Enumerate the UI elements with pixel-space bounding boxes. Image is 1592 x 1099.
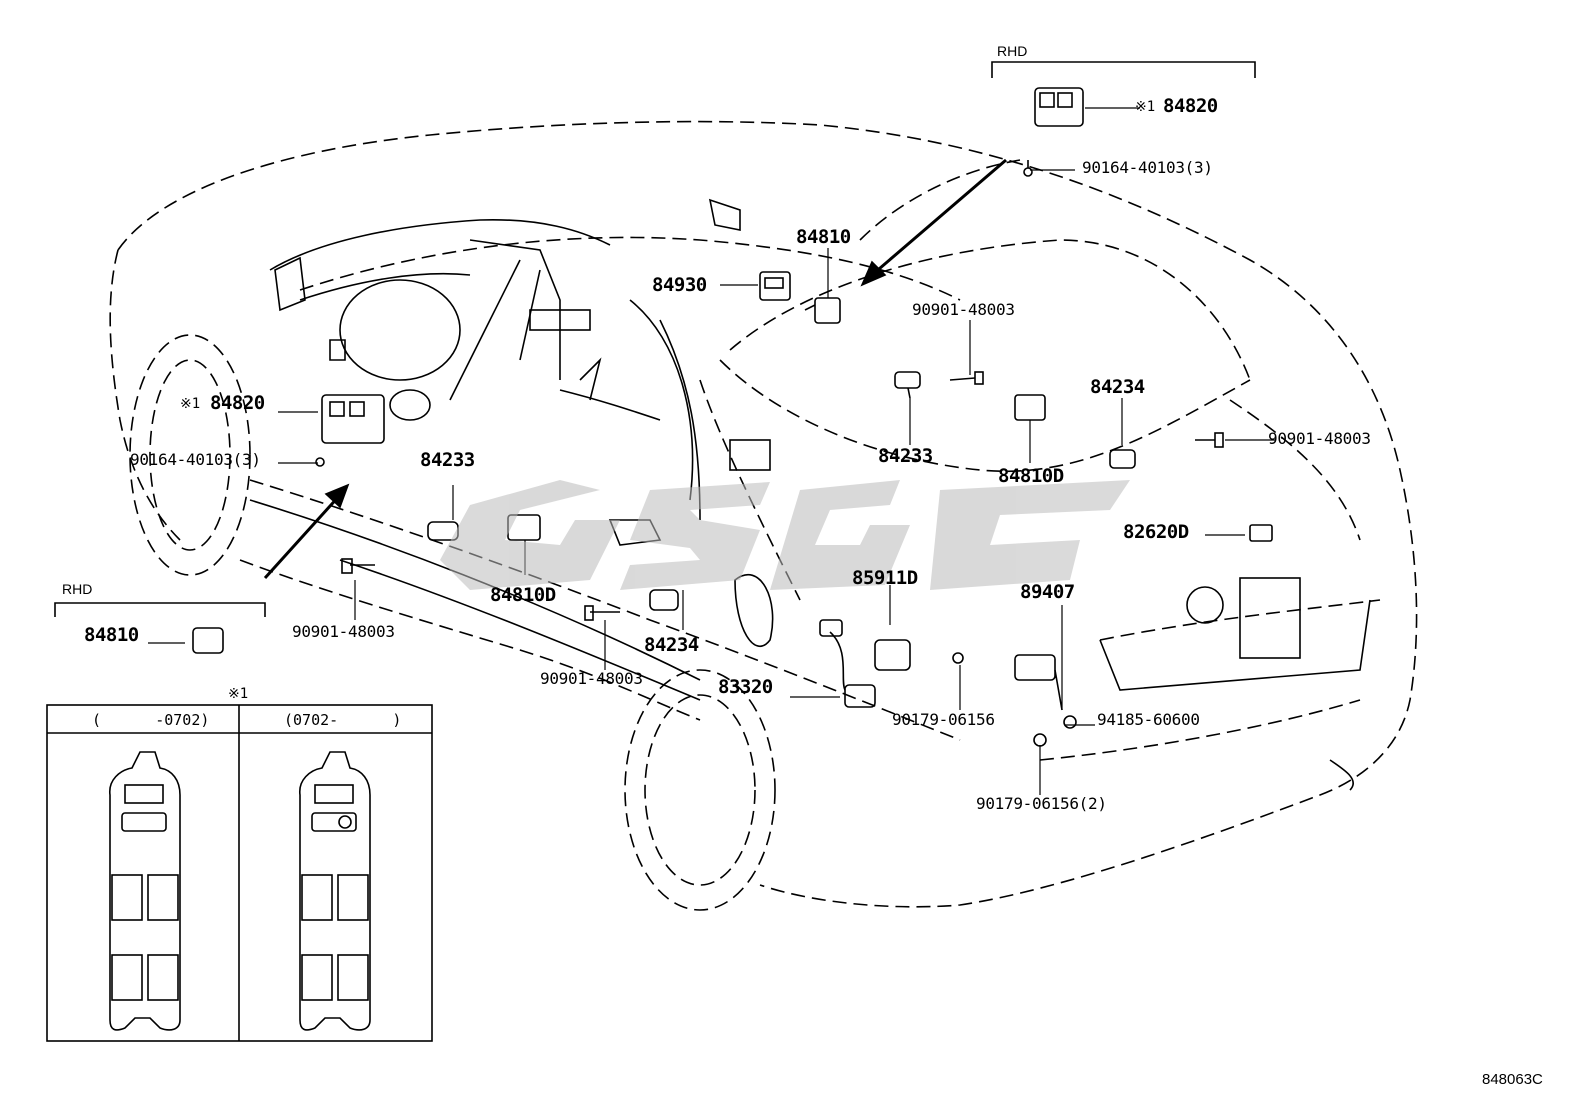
inset-switch-panel-1 [109, 751, 181, 1031]
part-switch-84820-top [1034, 87, 1084, 127]
label-90901-right-top: 90901-48003 [912, 300, 1015, 319]
part-84810-rhd [192, 627, 224, 654]
label-82620d: 82620D [1123, 521, 1189, 543]
part-84234-left [649, 589, 679, 611]
watermark-graphic [440, 480, 1130, 590]
part-84930 [759, 271, 791, 301]
part-screw-left [315, 457, 325, 467]
note-mark-top: ※1 [1135, 99, 1156, 115]
part-85911d [874, 639, 911, 671]
rhd-bracket-left [54, 602, 266, 617]
label-89407: 89407 [1020, 581, 1075, 603]
label-90901-left: 90901-48003 [292, 622, 395, 641]
part-89407 [1014, 654, 1063, 711]
label-90901-right: 90901-48003 [1268, 429, 1371, 448]
label-90179-b: 90179-06156(2) [976, 794, 1107, 813]
label-84820-left: 84820 [210, 392, 265, 414]
part-screw-90901-a [949, 371, 984, 385]
label-84233-left: 84233 [420, 449, 475, 471]
part-84234-right [1109, 449, 1136, 469]
inset-switch-panel-2 [299, 751, 371, 1031]
leader-lines [148, 107, 1275, 795]
label-84810d-left: 84810D [490, 584, 556, 606]
label-84810-top: 84810 [796, 226, 851, 248]
car-body-outline [109, 120, 1418, 908]
note-mark-left: ※1 [180, 396, 201, 412]
interior-outline [269, 198, 771, 521]
label-83320: 83320 [718, 676, 773, 698]
label-85911d: 85911D [852, 567, 918, 589]
label-94185: 94185-60600 [1097, 710, 1200, 729]
rear-wheel [624, 669, 776, 911]
figure-id: 848063C [1482, 1071, 1543, 1088]
label-90901-center: 90901-48003 [540, 669, 643, 688]
rhd-bracket-top [991, 61, 1256, 78]
arrow-left [263, 483, 350, 580]
label-90179-a: 90179-06156 [892, 710, 995, 729]
part-screw-90901-c [584, 605, 620, 621]
inset-col1-header: ( -0702) [92, 711, 210, 729]
inset-mark: ※1 [228, 686, 249, 702]
part-83320 [819, 619, 876, 708]
part-84810-top [804, 297, 841, 324]
inset-box [46, 704, 433, 1042]
part-82620d [1249, 524, 1273, 542]
front-wheel [129, 334, 251, 576]
rhd-label-left: RHD [62, 581, 93, 597]
part-84233-right [894, 371, 921, 399]
label-84234-right: 84234 [1090, 376, 1145, 398]
part-screw-top [1023, 160, 1033, 177]
label-84234-left: 84234 [644, 634, 699, 656]
rhd-label-top: RHD [997, 43, 1028, 59]
label-84820-top: 84820 [1163, 95, 1218, 117]
part-90179-a [952, 652, 964, 664]
label-84810d-right: 84810D [998, 465, 1064, 487]
part-90179-b [1033, 733, 1047, 747]
label-84930: 84930 [652, 274, 707, 296]
inset-col2-header: (0702- ) [284, 711, 402, 729]
label-90164-left: 90164-40103(3) [130, 450, 261, 469]
part-screw-90901-d [341, 558, 375, 574]
label-90164-top: 90164-40103(3) [1082, 158, 1213, 177]
part-84810d-right [1014, 394, 1046, 421]
label-84233-right: 84233 [878, 445, 933, 467]
arrow-top [860, 158, 1007, 287]
part-84820-left [321, 394, 385, 444]
part-94185 [1063, 715, 1077, 729]
part-screw-90901-b [1195, 432, 1224, 448]
label-84810-rhd: 84810 [84, 624, 139, 646]
trunk-details [1099, 577, 1371, 791]
